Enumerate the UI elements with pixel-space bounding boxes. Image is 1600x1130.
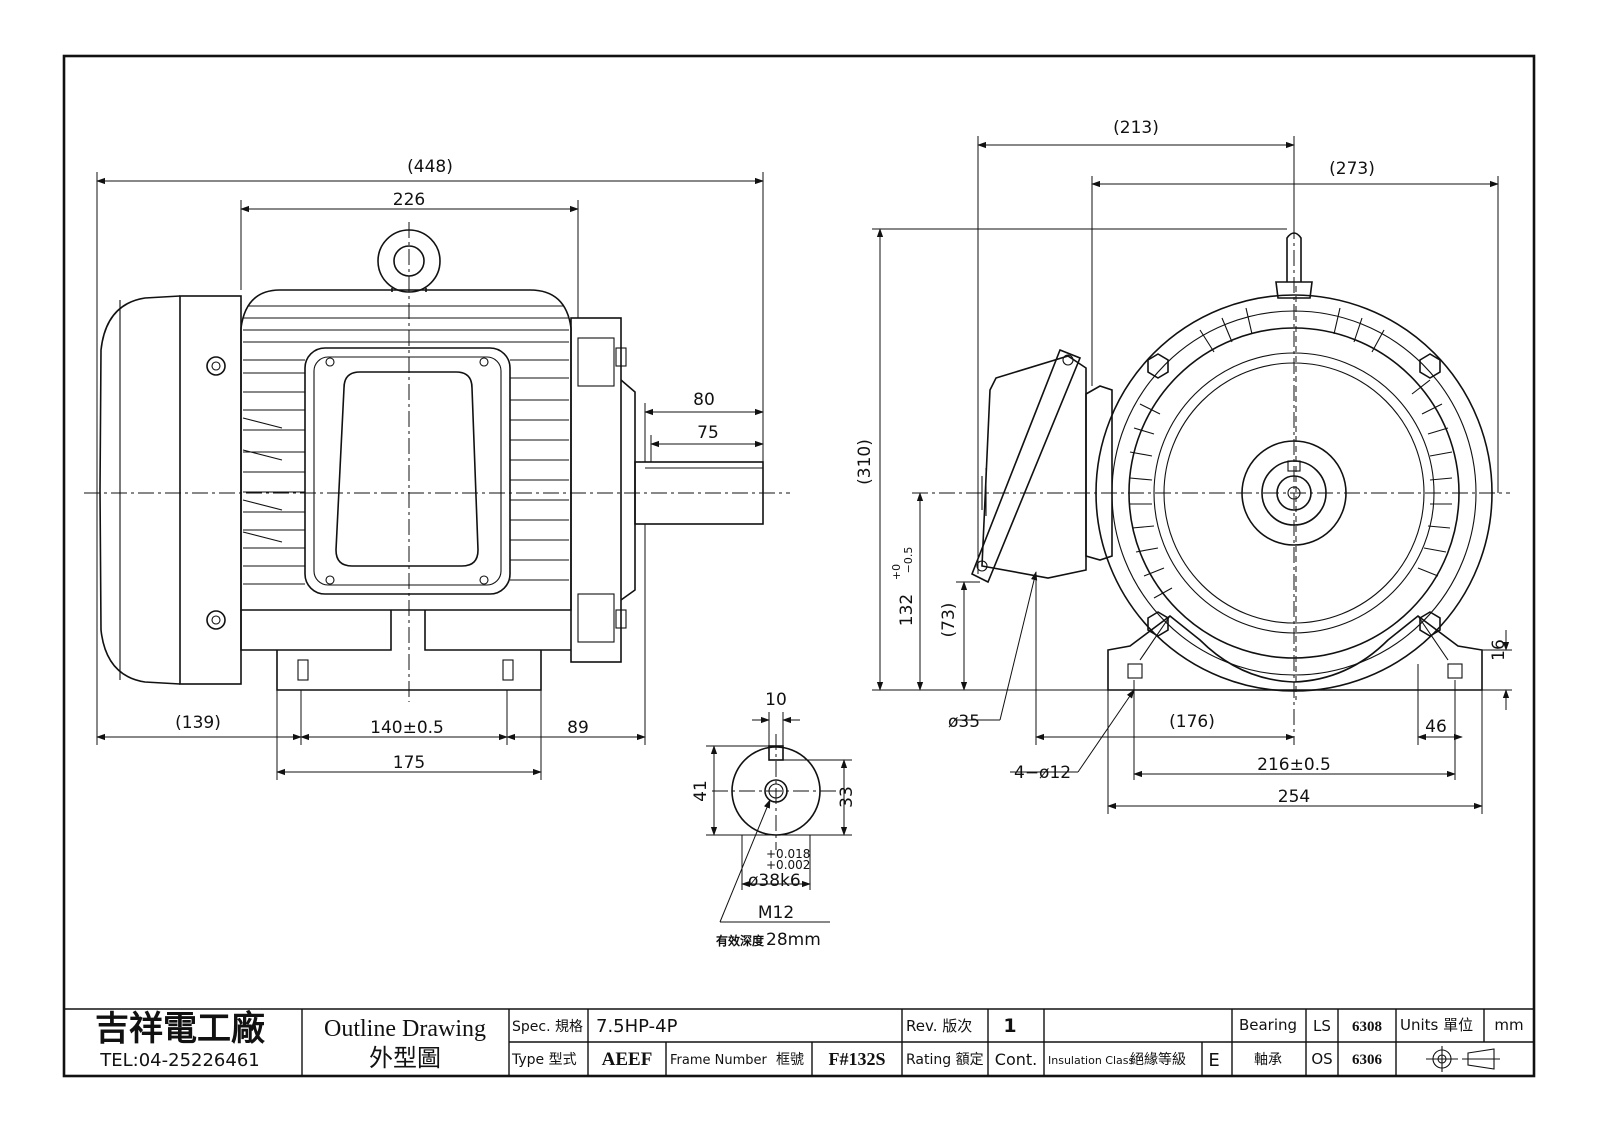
- units-value: mm: [1494, 1016, 1523, 1034]
- dim-key-width: 10: [765, 690, 787, 710]
- dim-key-height: 41: [691, 780, 711, 802]
- ls-value: 6308: [1352, 1019, 1382, 1035]
- dim-shaft-height: 132: [897, 594, 917, 626]
- cooling-fins: [1129, 307, 1453, 599]
- shaft-end-detail: 10 41 33 +0.018 +0.002 ø38k6 M12 有效深度 28…: [691, 690, 857, 950]
- dim-foot-spacing: 140±0.5: [370, 718, 444, 738]
- side-view: [84, 222, 790, 702]
- spec-value: 7.5HP-4P: [596, 1016, 678, 1037]
- dim-conduit-height: (73): [939, 603, 959, 638]
- dim-foot-length: 175: [393, 753, 425, 773]
- dim-foot-hole-spacing: 216±0.5: [1257, 755, 1331, 775]
- frame-value: F#132S: [828, 1049, 885, 1069]
- dim-tol-upper: +0.018: [766, 847, 810, 861]
- os-value: 6306: [1352, 1052, 1383, 1068]
- end-view: [912, 142, 1510, 745]
- dim-terminal-box-offset: (213): [1113, 118, 1159, 138]
- dim-depth-value: 28mm: [766, 930, 821, 950]
- dim-conduit-dia: ø35: [948, 712, 980, 732]
- spec-label: Spec. 規格: [512, 1019, 583, 1035]
- end-view-dimensions: (213) (273) (310) 132 +0 −0.5 (73) ø35 (…: [855, 118, 1512, 814]
- rating-label: Rating 額定: [906, 1052, 984, 1068]
- frame-label: Frame Number: [670, 1053, 768, 1068]
- dim-tol-lower: +0.002: [766, 858, 810, 872]
- dim-shaft-shoulder: 89: [567, 718, 589, 738]
- units-label: Units 單位: [1400, 1016, 1473, 1034]
- drawing-title-zh: 外型圖: [369, 1045, 441, 1072]
- frame-label-zh: 框號: [776, 1052, 804, 1068]
- type-value: AEEF: [602, 1049, 653, 1070]
- company-name: 吉祥電工廠: [95, 1009, 265, 1049]
- bearing-label-zh: 軸承: [1254, 1052, 1282, 1068]
- dim-foot-width: 46: [1425, 717, 1447, 737]
- ls-label: LS: [1313, 1017, 1331, 1035]
- os-label: OS: [1311, 1050, 1332, 1068]
- dim-base-width: 254: [1278, 787, 1310, 807]
- dim-foot-thickness: 16: [1489, 639, 1509, 661]
- rev-value: 1: [1003, 1015, 1016, 1037]
- type-label: Type 型式: [511, 1052, 577, 1068]
- dim-shaft-total: 80: [693, 390, 715, 410]
- company-tel: TEL:04-25226461: [99, 1050, 259, 1071]
- dim-shaft-height-tol-lower: −0.5: [902, 547, 915, 574]
- drawing-border: [62, 54, 1536, 1078]
- dim-shaft-dia: ø38k6: [748, 871, 801, 891]
- rating-value: Cont.: [995, 1050, 1037, 1069]
- dim-shaft-keyway: 75: [697, 423, 719, 443]
- dim-rear-overhang: (139): [175, 713, 221, 733]
- dim-frame-length: 226: [393, 190, 425, 210]
- insulation-label: Insulation Class: [1048, 1054, 1134, 1067]
- dim-box-width: (176): [1169, 712, 1215, 732]
- dim-overall-height: (310): [855, 439, 875, 485]
- side-view-dimensions: (448) 226 80 75 (139) 140±0.5 89 175: [96, 157, 764, 780]
- dim-shaft-height-tol-upper: +0: [890, 564, 903, 580]
- insulation-value: E: [1208, 1050, 1219, 1071]
- insulation-label-zh: 絕緣等級: [1130, 1051, 1186, 1068]
- dim-shaft-depth: 33: [837, 786, 857, 808]
- title-block: 吉祥電工廠 TEL:04-25226461 Outline Drawing 外型…: [64, 1008, 1534, 1076]
- dim-overall-length: (448): [407, 157, 453, 177]
- projection-symbol-icon: [1426, 1046, 1500, 1072]
- dim-overall-width: (273): [1329, 159, 1375, 179]
- dim-thread: M12: [758, 903, 794, 923]
- dim-depth-label: 有效深度: [716, 933, 765, 948]
- rev-label: Rev. 版次: [906, 1017, 972, 1035]
- bearing-label: Bearing: [1239, 1016, 1297, 1034]
- dim-mount-holes: 4−ø12: [1014, 763, 1071, 783]
- drawing-title-en: Outline Drawing: [324, 1016, 486, 1042]
